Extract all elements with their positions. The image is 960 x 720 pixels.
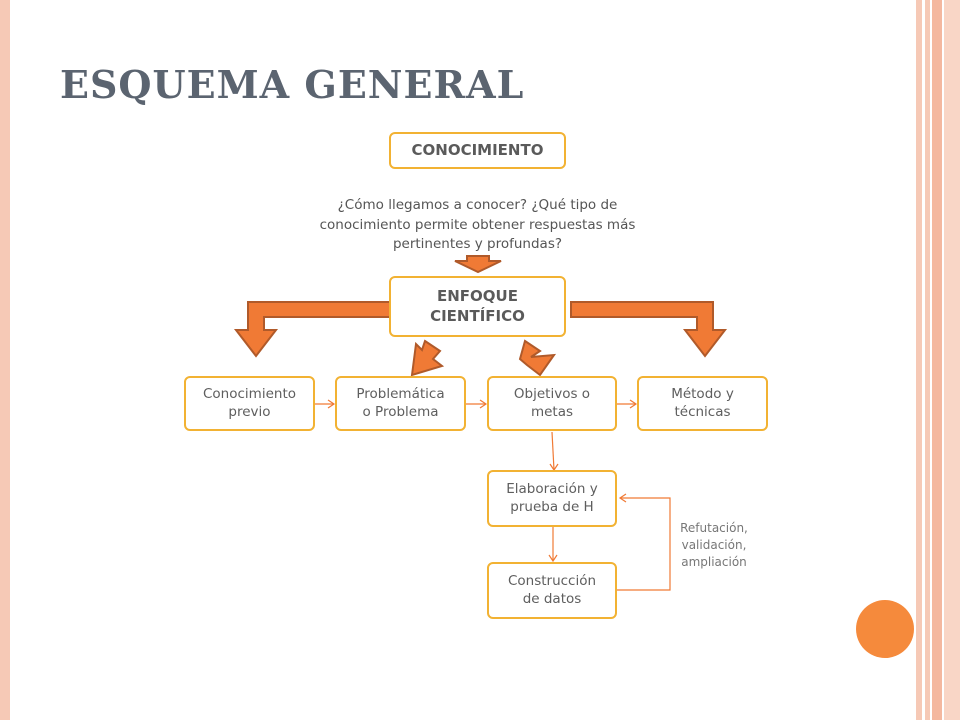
enfoque-label: ENFOQUE CIENTÍFICO	[430, 287, 525, 325]
problematica-label: Problemática o Problema	[356, 385, 445, 420]
feedback-loop-line	[617, 497, 671, 591]
conocimiento-label: CONOCIMIENTO	[411, 140, 544, 159]
arrow-to-metodo	[570, 301, 728, 358]
metodo-label: Método y técnicas	[671, 385, 734, 420]
construccion-node: Construcción de datos	[487, 562, 617, 619]
decorative-orange-circle	[856, 600, 914, 658]
feedback-note: Refutación, validación, ampliación	[680, 521, 748, 569]
question-text: ¿Cómo llegamos a conocer? ¿Qué tipo de c…	[319, 197, 636, 253]
arrow-to-objetivos	[518, 339, 557, 377]
problematica-node: Problemática o Problema	[335, 376, 466, 431]
page-title: ESQUEMA GENERAL	[60, 62, 525, 107]
construccion-label: Construcción de datos	[507, 572, 597, 607]
arrow-down-to-enfoque	[454, 255, 502, 274]
metodo-node: Método y técnicas	[637, 376, 768, 431]
objetivos-label: Objetivos o metas	[513, 385, 591, 420]
connector-objetivos-elaboracion	[551, 431, 555, 471]
elaboracion-node: Elaboración y prueba de H	[487, 470, 617, 527]
conocimiento-previo-node: Conocimiento previo	[184, 376, 315, 431]
enfoque-cientifico-node: ENFOQUE CIENTÍFICO	[389, 276, 566, 337]
arrow-to-conocimiento-previo	[233, 301, 391, 358]
arrow-to-problematica	[410, 339, 445, 377]
left-border-decoration	[0, 0, 10, 720]
conocimiento-node: CONOCIMIENTO	[389, 132, 566, 169]
objetivos-node: Objetivos o metas	[487, 376, 617, 431]
conocimiento-previo-label: Conocimiento previo	[203, 385, 296, 420]
elaboracion-label: Elaboración y prueba de H	[506, 480, 598, 515]
right-stripes-decoration	[916, 0, 960, 720]
